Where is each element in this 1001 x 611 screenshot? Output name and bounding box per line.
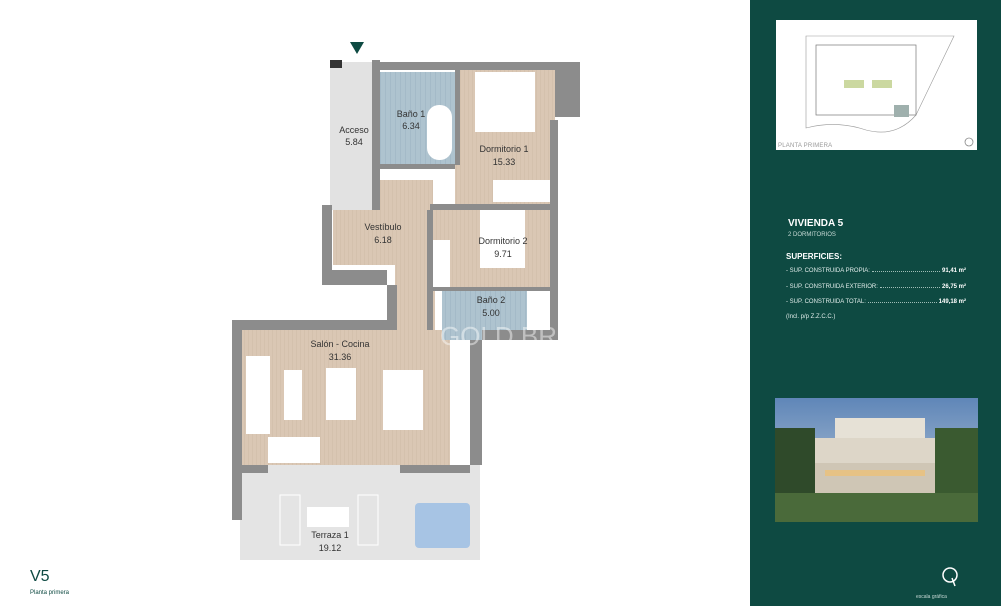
bathtub (427, 105, 452, 160)
surface-row: - SUP. CONSTRUIDA TOTAL: 149,18 m² (786, 299, 966, 305)
coffee-table (284, 370, 302, 420)
bed (475, 72, 535, 132)
room-area: 6.34 (402, 121, 420, 131)
surface-value: 149,18 m² (938, 299, 966, 305)
room-name: Baño 1 (397, 109, 426, 119)
bed (480, 210, 525, 268)
key-plan-drawing (805, 35, 974, 147)
sunbed (279, 494, 301, 546)
room-name: Baño 2 (477, 295, 506, 305)
room-name: Acceso (339, 125, 369, 135)
surface-label: - SUP. CONSTRUIDA TOTAL: (786, 299, 866, 305)
pool (415, 503, 470, 548)
building-rendering (775, 398, 978, 522)
surface-value: 26,75 m² (941, 284, 966, 290)
dining-table (326, 368, 356, 420)
unit-code: V5 (30, 568, 50, 585)
room-area: 31.36 (329, 352, 352, 362)
room-area: 5.00 (482, 308, 500, 318)
room-name: Dormitorio 1 (479, 144, 528, 154)
info-panel: PLANTA PRIMERA VIVIENDA 5 2 DORMITORIOS … (750, 0, 1001, 606)
room-name: Dormitorio 2 (478, 236, 527, 246)
wardrobe (493, 180, 553, 202)
armchairs (268, 437, 320, 463)
room-name: Vestíbulo (364, 222, 401, 232)
room-name: Terraza 1 (311, 530, 349, 540)
room-area: 19.12 (319, 543, 342, 553)
north-compass-icon (942, 567, 958, 587)
surface-value: 91,41 m² (941, 268, 966, 274)
sofa (246, 356, 270, 434)
room-name: Salón - Cocina (310, 339, 369, 349)
entry-triangle-icon (350, 42, 364, 54)
walls (232, 60, 580, 520)
key-plan: PLANTA PRIMERA (776, 20, 977, 150)
floor-label: Planta primera (30, 590, 70, 596)
sunbed (357, 494, 379, 546)
surface-label: - SUP. CONSTRUIDA EXTERIOR: (786, 284, 878, 290)
key-plan-label: PLANTA PRIMERA (778, 143, 833, 149)
terrace-table (307, 507, 349, 527)
kitchen-island (383, 370, 423, 430)
floor-plan: GOLD BRICK Acceso 5.84 Baño 1 6.34 Dormi… (30, 42, 601, 596)
room-area: 15.33 (493, 157, 516, 167)
room-area: 9.71 (494, 249, 512, 259)
surfaces-note: (Incl. p/p Z.Z.C.C.) (786, 314, 836, 320)
room-area: 5.84 (345, 137, 363, 147)
room-area: 6.18 (374, 235, 392, 245)
watermark: GOLD BRICK (440, 321, 601, 351)
access-floor (330, 62, 372, 210)
unit-subtitle: 2 DORMITORIOS (788, 232, 836, 238)
surface-label: - SUP. CONSTRUIDA PROPIA: (786, 268, 870, 274)
surface-row: - SUP. CONSTRUIDA PROPIA: 91,41 m² (786, 268, 966, 274)
kitchen-counter (450, 338, 470, 465)
floor-plan-drawing: GOLD BRICK Acceso 5.84 Baño 1 6.34 Dormi… (232, 42, 601, 560)
column (330, 60, 342, 68)
unit-title: VIVIENDA 5 (788, 218, 844, 229)
surface-row: - SUP. CONSTRUIDA EXTERIOR: 26,75 m² (786, 284, 966, 290)
scale-label: escala gráfica (916, 594, 947, 600)
surfaces-heading: SUPERFICIES: (786, 252, 843, 261)
wardrobe (432, 240, 450, 290)
